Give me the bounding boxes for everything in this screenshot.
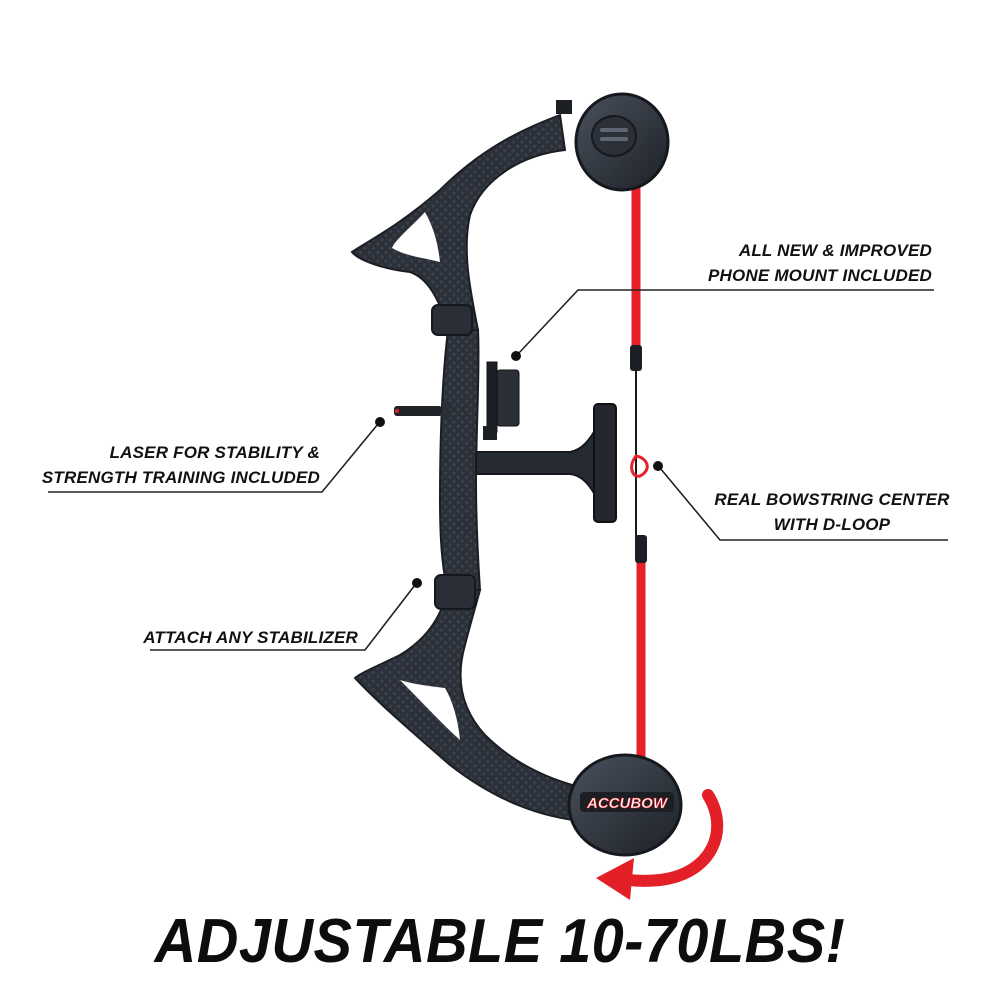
callout-laser-line1: LASER FOR STABILITY & (109, 443, 320, 462)
upper-limb (350, 113, 567, 331)
dot-bowstring (653, 461, 663, 471)
callout-stabilizer: ATTACH ANY STABILIZER (140, 625, 358, 650)
laser (394, 402, 450, 420)
dot-stabilizer (412, 578, 422, 588)
cam-brand-logo: ACCUBOW (586, 795, 669, 812)
leader-phone-mount (517, 289, 934, 355)
string-end-cap-lower (635, 535, 647, 563)
callout-phone-mount-line2: PHONE MOUNT INCLUDED (707, 266, 932, 285)
upper-limb-cutout (392, 212, 440, 262)
leader-lines (48, 289, 948, 651)
adjustment-arrow (596, 789, 724, 900)
grip-assembly (475, 403, 617, 523)
callout-bowstring-line2: WITH D-LOOP (773, 515, 891, 534)
phone-mount (483, 361, 520, 440)
callout-bowstring-line1: REAL BOWSTRING CENTER (714, 490, 950, 509)
callout-phone-mount: ALL NEW & IMPROVED PHONE MOUNT INCLUDED (700, 238, 932, 288)
callout-stabilizer-line1: ATTACH ANY STABILIZER (143, 628, 358, 647)
lower-cam: ACCUBOW (567, 753, 683, 857)
lower-limb (353, 589, 594, 824)
riser (438, 329, 482, 591)
leader-stabilizer (150, 584, 416, 651)
dot-phone-mount (511, 351, 521, 361)
arrow-head (596, 858, 634, 900)
upper-limb-pocket (431, 304, 473, 336)
dot-laser (375, 417, 385, 427)
leader-laser (48, 423, 379, 493)
callout-laser: LASER FOR STABILITY & STRENGTH TRAINING … (40, 440, 320, 490)
callout-phone-mount-line1: ALL NEW & IMPROVED (738, 241, 932, 260)
bow-frame (350, 113, 594, 824)
bowstring (630, 165, 649, 780)
leader-bowstring (659, 467, 948, 541)
headline-adjustable-weight: ADJUSTABLE 10-70LBS! (154, 907, 846, 976)
upper-cam (556, 92, 670, 192)
string-end-cap-upper (630, 345, 642, 371)
lower-limb-cutout (400, 680, 460, 740)
callout-bowstring: REAL BOWSTRING CENTER WITH D-LOOP (712, 487, 952, 537)
grip-plate (593, 403, 617, 523)
d-loop (630, 454, 649, 478)
lower-limb-pocket (434, 574, 476, 610)
callout-laser-line2: STRENGTH TRAINING INCLUDED (41, 468, 320, 487)
